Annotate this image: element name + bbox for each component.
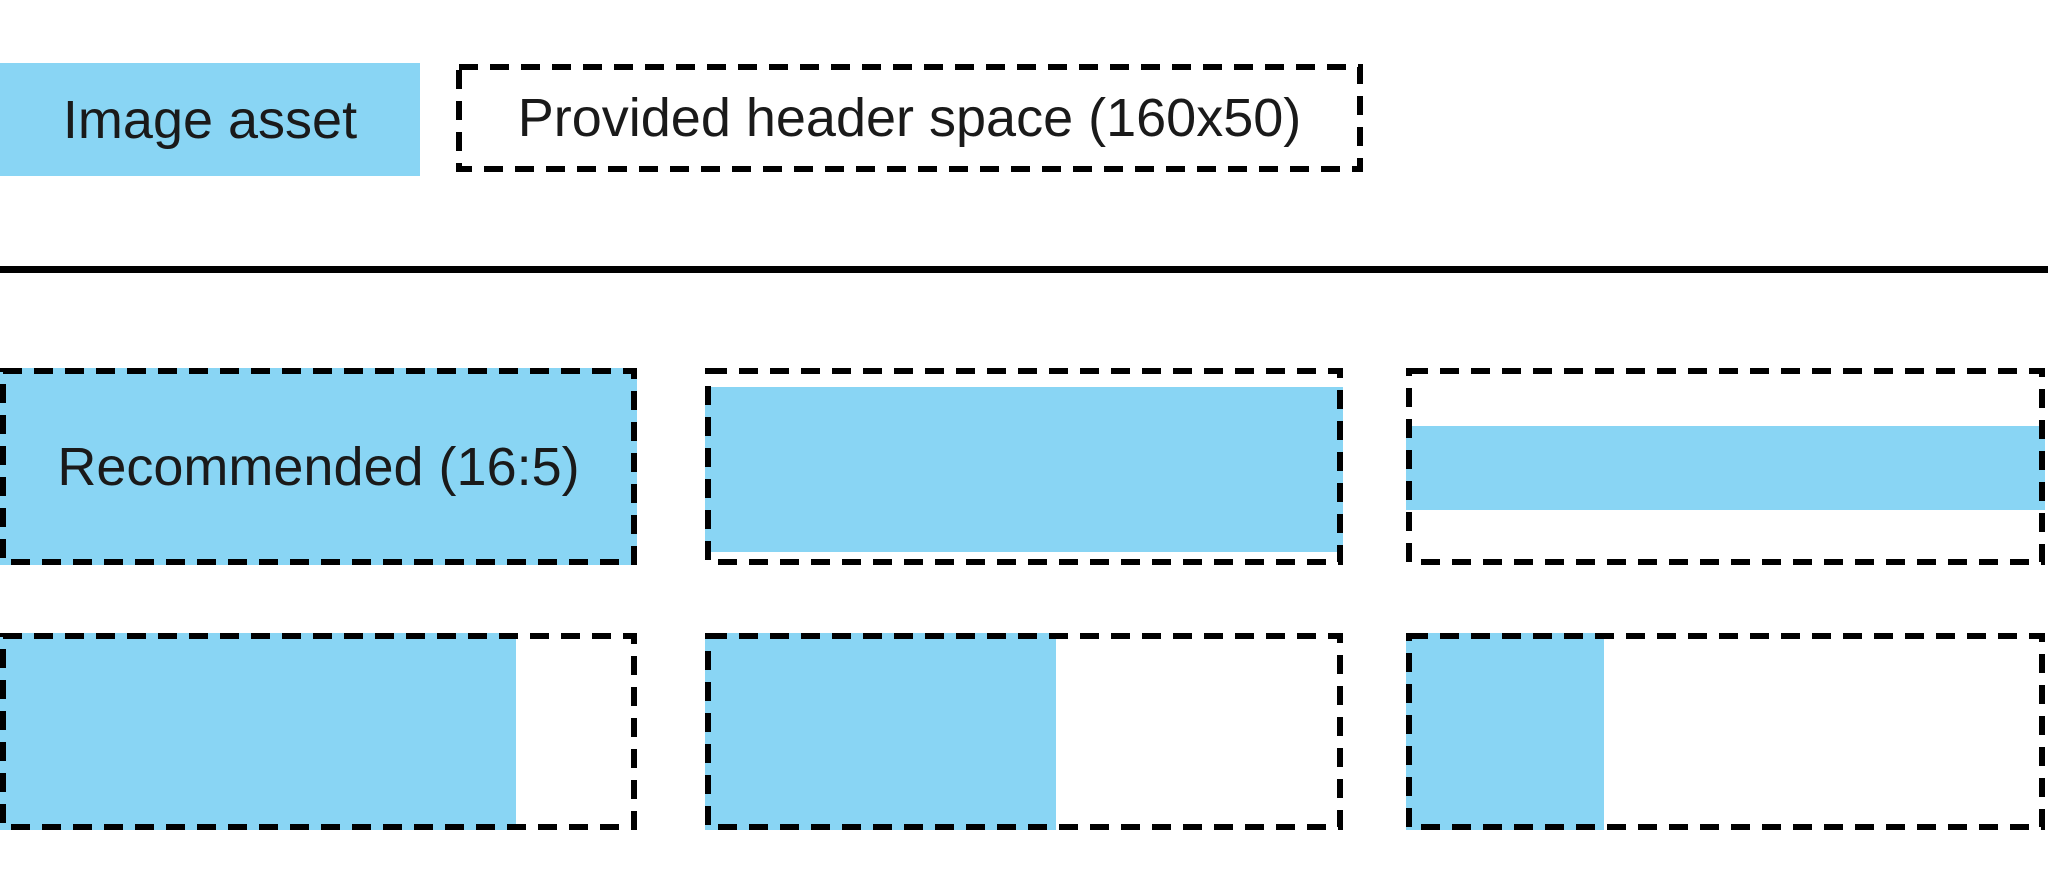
example-16-9-pillarboxed xyxy=(705,633,1343,830)
dashed-border-icon xyxy=(456,64,1363,172)
legend-header-space-box: Provided header space (160x50) xyxy=(456,64,1363,172)
dashed-border-icon xyxy=(1406,368,2045,565)
section-divider xyxy=(0,266,2048,273)
legend-header-space-label: Provided header space (160x50) xyxy=(517,88,1302,148)
image-asset-fill xyxy=(705,387,1343,552)
example-very-wide-letterboxed xyxy=(1406,368,2045,565)
dashed-border-icon xyxy=(705,633,1343,830)
recommended-label: Recommended (16:5) xyxy=(57,436,580,497)
image-asset-fill xyxy=(1406,426,2045,510)
dashed-border-icon xyxy=(0,633,637,830)
dashed-border-icon xyxy=(0,368,637,565)
example-wide-letterboxed xyxy=(705,368,1343,565)
dashed-border-icon xyxy=(705,368,1343,565)
image-asset-fill xyxy=(0,633,516,830)
example-narrow-pillarboxed xyxy=(0,633,637,830)
image-asset-fill xyxy=(1406,633,1604,830)
example-square-pillarboxed xyxy=(1406,633,2045,830)
dashed-border-icon xyxy=(1406,633,2045,830)
example-recommended-16-5: Recommended (16:5) xyxy=(0,368,637,565)
image-asset-fill xyxy=(705,633,1056,830)
image-asset-fill: Recommended (16:5) xyxy=(0,368,637,565)
legend-image-asset-swatch: Image asset xyxy=(0,63,420,176)
legend-image-asset-label: Image asset xyxy=(62,89,358,150)
